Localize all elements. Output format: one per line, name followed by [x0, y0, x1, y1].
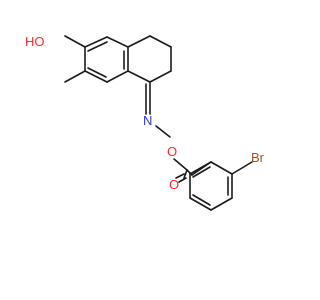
bond — [106, 36, 129, 48]
bond — [149, 70, 172, 83]
bromophenyl-ring — [189, 161, 233, 211]
bond — [84, 70, 108, 83]
c-br-bond — [231, 161, 253, 175]
carbonyl-bond-double-a — [175, 173, 185, 179]
bond-double-inner — [87, 67, 107, 78]
aromatic-ring-a — [64, 35, 129, 83]
bond — [149, 35, 172, 48]
carbonyl-oxygen-label: O — [169, 177, 179, 192]
carbonyl-bond — [183, 169, 188, 179]
bond-double-inner — [192, 166, 211, 178]
bond — [64, 35, 86, 48]
cyclohexene-ring — [127, 35, 172, 83]
bond — [127, 70, 151, 83]
imine-nitrogen-label: N — [143, 113, 152, 128]
bond — [189, 161, 212, 175]
bromine-label: Br — [251, 150, 265, 165]
methyl-bond — [64, 70, 86, 83]
hydroxyl-label: HO — [25, 34, 45, 49]
o-c-bond — [173, 158, 188, 171]
bond — [210, 197, 233, 211]
bond — [106, 70, 129, 83]
bond — [84, 36, 108, 48]
bond — [127, 35, 151, 48]
bond-double-inner — [192, 194, 211, 206]
structure-canvas: HO N O O Br — [25, 34, 265, 211]
n-o-bond — [155, 125, 171, 138]
bond — [210, 161, 233, 175]
bond — [189, 197, 212, 211]
bond-double-inner — [87, 41, 108, 52]
ester-oxygen-label: O — [167, 144, 177, 159]
carbonyl-bond-double-b — [178, 177, 187, 183]
molecule-drawing: HO N O O Br — [25, 34, 265, 211]
